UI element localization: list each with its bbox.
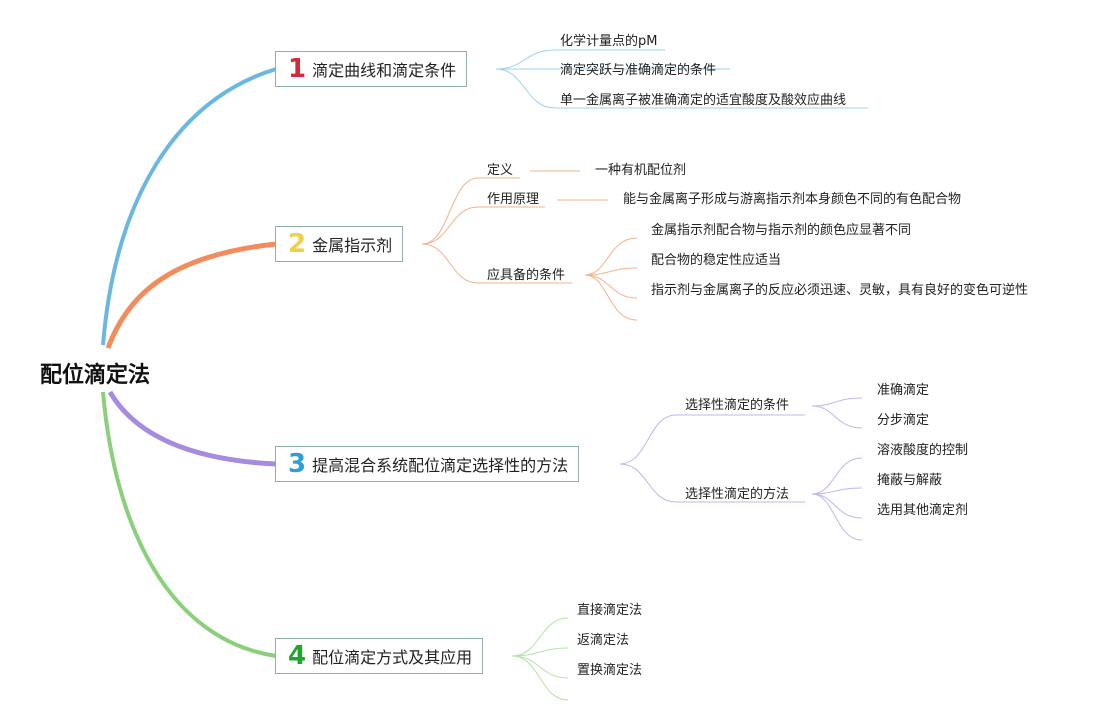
branch-2-principle-label[interactable]: 作用原理 <box>487 192 540 207</box>
branch-2-definition-detail[interactable]: 一种有机配位剂 <box>595 163 687 178</box>
branch-2-number: 2 <box>288 229 307 259</box>
branch-2-requirement-2[interactable]: 配合物的稳定性应适当 <box>651 253 782 268</box>
branch-4-child-1[interactable]: 直接滴定法 <box>577 603 643 618</box>
branch-2-definition-label[interactable]: 定义 <box>487 163 514 178</box>
branch-3-conditions-label[interactable]: 选择性滴定的条件 <box>685 398 790 413</box>
trunk-4 <box>101 391 277 658</box>
branch-1-child-3[interactable]: 单一金属离子被准确滴定的适宜酸度及酸效应曲线 <box>560 93 847 108</box>
branch-2-requirement-3[interactable]: 指示剂与金属离子的反应必须迅速、灵敏，具有良好的变色可逆性 <box>651 283 1029 298</box>
branch-4-number: 4 <box>288 641 307 671</box>
branch-3-condition-2[interactable]: 分步滴定 <box>877 413 930 428</box>
branch-3-method-1[interactable]: 溶液酸度的控制 <box>877 443 969 458</box>
branch-4-links <box>511 617 569 701</box>
trunk-1 <box>101 67 277 346</box>
branch-2-label: 金属指示剂 <box>312 236 393 255</box>
branch-4-topic[interactable]: 4 配位滴定方式及其应用 <box>275 638 484 674</box>
branch-3-methods-label[interactable]: 选择性滴定的方法 <box>685 487 790 502</box>
branch-1-child-2[interactable]: 滴定突跃与准确滴定的条件 <box>560 63 717 78</box>
trunk-2 <box>105 241 277 349</box>
branch-3-topic[interactable]: 3 提高混合系统配位滴定选择性的方法 <box>275 446 580 482</box>
branch-3-links <box>619 397 863 541</box>
branch-3-number: 3 <box>288 449 307 479</box>
branch-2-links <box>421 170 638 321</box>
branch-1-child-1[interactable]: 化学计量点的pM <box>560 34 658 49</box>
branch-2-principle-detail[interactable]: 能与金属离子形成与游离指示剂本身颜色不同的有色配合物 <box>623 192 962 207</box>
branch-1-number: 1 <box>288 54 307 84</box>
branch-4-child-3[interactable]: 置换滴定法 <box>577 663 643 678</box>
root-topic[interactable]: 配位滴定法 <box>40 363 151 388</box>
branch-3-method-3[interactable]: 选用其他滴定剂 <box>877 503 969 518</box>
branch-4-label: 配位滴定方式及其应用 <box>312 648 473 667</box>
branch-2-requirements-label[interactable]: 应具备的条件 <box>487 268 566 283</box>
branch-3-condition-1[interactable]: 准确滴定 <box>877 383 930 398</box>
branch-2-requirement-1[interactable]: 金属指示剂配合物与指示剂的颜色应显著不同 <box>651 223 912 238</box>
trunk-3 <box>107 390 277 467</box>
branch-1-label: 滴定曲线和滴定条件 <box>312 61 457 80</box>
branch-3-label: 提高混合系统配位滴定选择性的方法 <box>312 456 569 475</box>
branch-1-links <box>495 49 868 109</box>
branch-2-topic[interactable]: 2 金属指示剂 <box>275 226 404 262</box>
branch-4-child-2[interactable]: 返滴定法 <box>577 633 630 648</box>
branch-1-topic[interactable]: 1 滴定曲线和滴定条件 <box>275 51 468 87</box>
branch-3-method-2[interactable]: 掩蔽与解蔽 <box>877 473 943 488</box>
